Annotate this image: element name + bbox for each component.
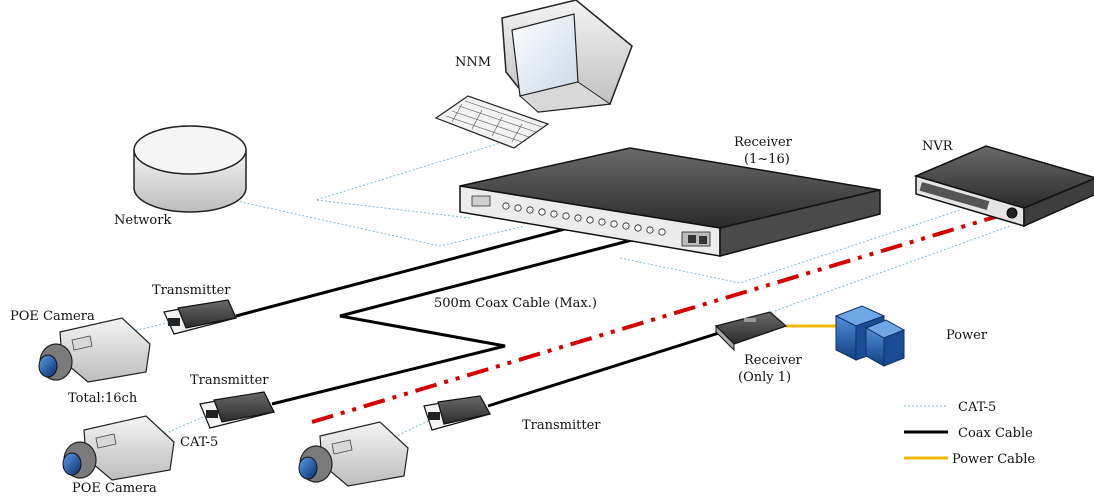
label-poe-camera-top: POE Camera [10, 309, 95, 324]
label-power: Power [946, 328, 988, 343]
coax-cables [235, 224, 723, 408]
coax-top-transmitter-to-receiver [235, 224, 577, 318]
cat5-camera-bottom-to-transmitter [149, 413, 211, 441]
legend-label-cat5: CAT-5 [958, 400, 996, 415]
transmitter-mid-icon [199, 391, 275, 429]
label-coax-distance: 500m Coax Cable (Max.) [434, 296, 597, 311]
cat5-receiver-to-nvr [619, 209, 961, 284]
power-unit-icon [834, 305, 906, 367]
transmitter-bottom-icon [423, 395, 491, 431]
nvr-icon [913, 145, 1094, 228]
label-nvr: NVR [922, 139, 954, 154]
label-transmitter-top: Transmitter [152, 283, 231, 298]
cat5-receiver-only-to-nvr [721, 225, 1011, 331]
legend-label-coax: Coax Cable [958, 426, 1033, 441]
network-cylinder-icon [133, 125, 247, 213]
label-cat5-mid: CAT-5 [180, 435, 218, 450]
cat5-network-to-receiver [231, 199, 526, 247]
transmitter-top-icon [163, 299, 237, 335]
label-poe-camera-bottom: POE Camera [72, 481, 157, 496]
label-receiver-main: Receiver [734, 135, 793, 150]
computer-icon [434, 0, 633, 149]
poe-camera-top-icon [38, 317, 151, 383]
label-total: Total:16ch [68, 391, 138, 406]
legend-label-power: Power Cable [952, 452, 1035, 467]
receiver-rack-icon [459, 147, 881, 257]
label-receiver-single: Receiver [744, 353, 803, 368]
legend-item-coax: Coax Cable [904, 426, 1033, 441]
label-transmitter-mid: Transmitter [190, 373, 269, 388]
coax-mid-transmitter-to-receiver [271, 238, 633, 406]
poe-camera-bottom-icon [62, 415, 175, 481]
legend: CAT-5 Coax Cable Power Cable [904, 400, 1035, 467]
legend-item-cat5: CAT-5 [904, 400, 996, 415]
label-receiver-single-qty: (Only 1) [738, 370, 791, 385]
camera-right-icon [298, 421, 409, 487]
label-transmitter-bottom: Transmitter [522, 418, 601, 433]
legend-item-power: Power Cable [904, 452, 1035, 467]
coax-bottom-transmitter-to-receiver-only [487, 330, 723, 408]
nvr-red-link [311, 212, 1006, 424]
label-nnm: NNM [455, 55, 491, 70]
receiver-single-icon [714, 311, 788, 352]
label-network: Network [114, 213, 171, 228]
label-receiver-main-range: (1~16) [744, 152, 790, 167]
